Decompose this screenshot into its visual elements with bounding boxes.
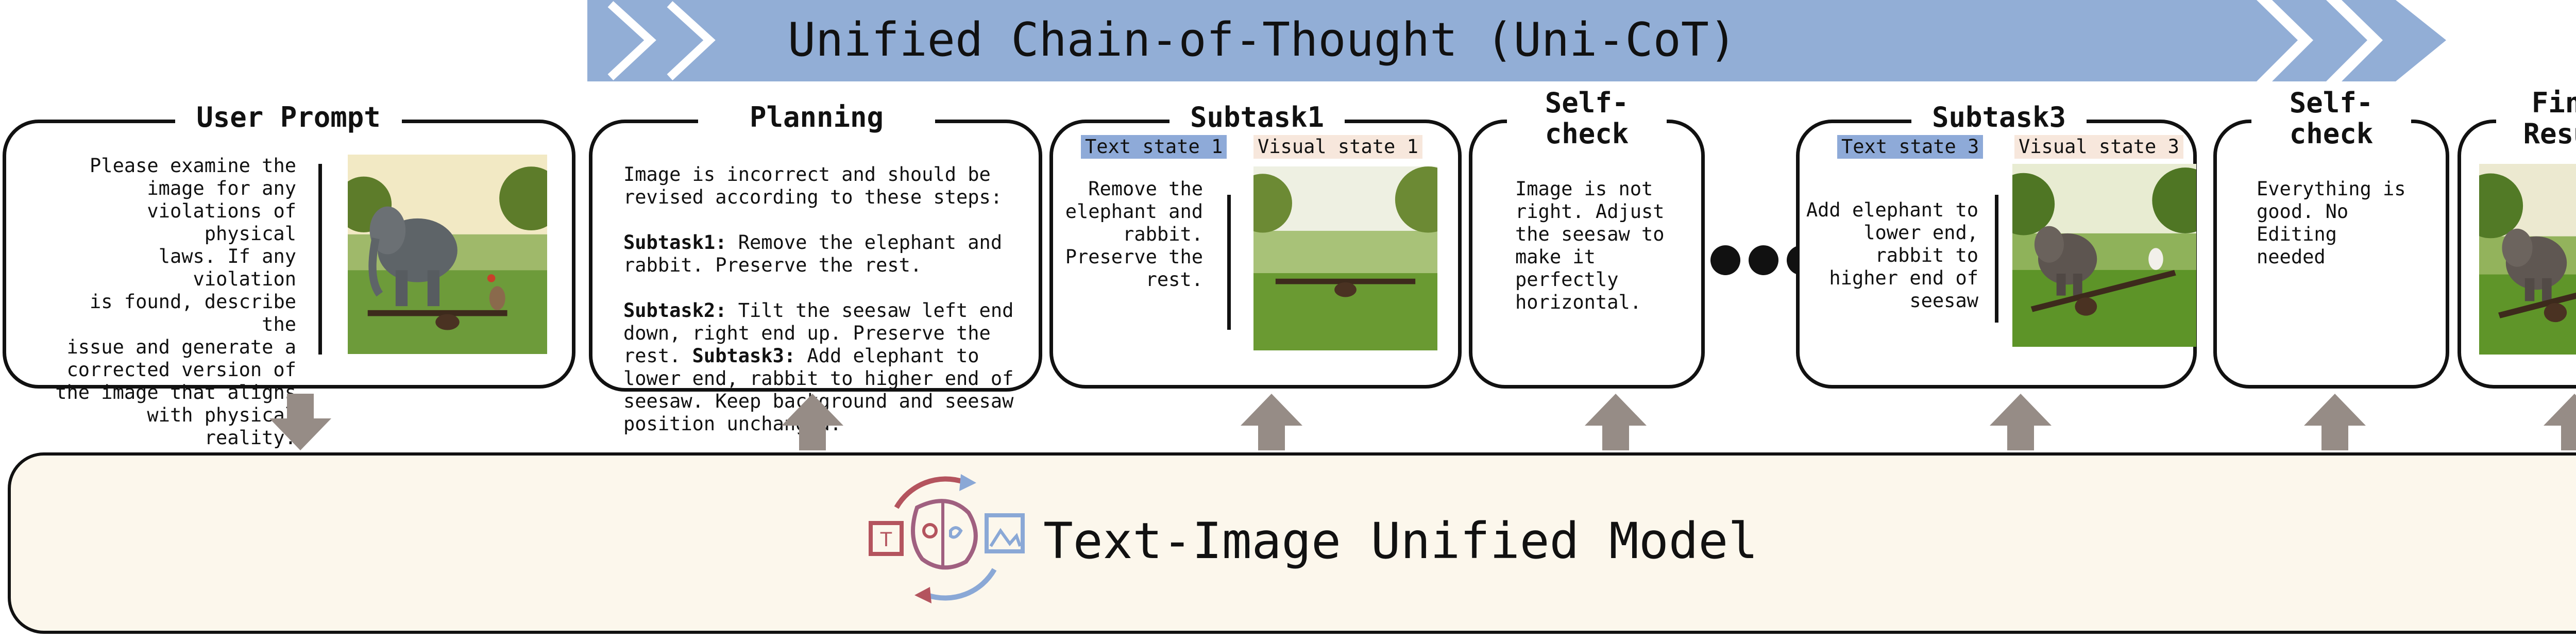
- selfcheck1-title-line1: Self-: [1545, 87, 1629, 119]
- elephant-on-seesaw-image: [348, 155, 547, 354]
- planning-step2-text: Tilt the seesaw left end down, right end…: [623, 299, 1014, 367]
- unified-model-label: Text-Image Unified Model: [1043, 512, 1758, 570]
- final-result-image: [2479, 164, 2576, 355]
- planning-title: Planning: [698, 102, 935, 133]
- up-arrow-icon: [2304, 394, 2366, 450]
- selfcheck2-title: Self- check: [2251, 88, 2411, 149]
- planning-step1-label: Subtask1:: [623, 231, 727, 254]
- divider: [318, 164, 322, 355]
- divider: [1227, 195, 1231, 330]
- user-prompt-text: Please examine the image for any violati…: [55, 155, 296, 449]
- down-arrow-icon: [269, 394, 331, 450]
- final-result-title: Final Result: [2496, 88, 2576, 149]
- selfcheck1-title-line2: check: [1545, 117, 1629, 150]
- unified-model-panel: [8, 452, 2576, 634]
- subtask3-visual-state-tag: Visual state 3: [2014, 135, 2183, 159]
- empty-seesaw-image: [1253, 166, 1437, 350]
- selfcheck2-title-line2: check: [2289, 117, 2374, 150]
- selfcheck1-title: Self- check: [1507, 88, 1667, 149]
- subtask1-visual-state-tag: Visual state 1: [1253, 135, 1422, 159]
- selfcheck2-title-line1: Self-: [2289, 87, 2374, 119]
- svg-text:T: T: [880, 528, 892, 551]
- divider: [1995, 195, 1998, 323]
- corrected-seesaw-image: [2012, 164, 2196, 347]
- up-arrow-icon: [1990, 394, 2052, 450]
- up-arrow-icon: [782, 394, 843, 450]
- banner-arrow: [587, 0, 2446, 81]
- subtask3-text: Add elephant to lower end, rabbit to hig…: [1806, 199, 1978, 312]
- selfcheck2-text: Everything is good. No Editing needed: [2257, 178, 2406, 268]
- subtask3-title: Subtask3: [1911, 102, 2087, 133]
- planning-step3-label: Subtask3:: [692, 345, 796, 367]
- up-arrow-icon: [2544, 394, 2576, 450]
- planning-step1-text: Remove the elephant and rabbit. Preserve…: [623, 231, 1003, 276]
- final-result-title-line1: Final: [2531, 87, 2576, 119]
- subtask1-title: Subtask1: [1170, 102, 1345, 133]
- up-arrow-icon: [1241, 394, 1302, 450]
- ellipsis-dot: [1710, 245, 1740, 275]
- planning-intro: Image is incorrect and should be revised…: [623, 163, 1003, 208]
- user-prompt-title: User Prompt: [175, 102, 402, 133]
- up-arrow-icon: [1585, 394, 1647, 450]
- subtask1-text-state-tag: Text state 1: [1081, 135, 1227, 159]
- ellipsis-dot: [1749, 245, 1778, 275]
- brain-cycle-icon: T: [869, 474, 1025, 603]
- planning-step2-label: Subtask2:: [623, 299, 727, 322]
- planning-text: Image is incorrect and should be revised…: [623, 141, 1036, 435]
- selfcheck1-text: Image is not right. Adjust the seesaw to…: [1515, 178, 1665, 313]
- final-result-title-line2: Result: [2523, 117, 2576, 150]
- subtask3-text-state-tag: Text state 3: [1837, 135, 1984, 159]
- selfcheck2-card: [2213, 120, 2449, 389]
- banner-title: Unified Chain-of-Thought (Uni-CoT): [787, 13, 1737, 67]
- subtask1-text: Remove the elephant and rabbit. Preserve…: [1065, 178, 1203, 291]
